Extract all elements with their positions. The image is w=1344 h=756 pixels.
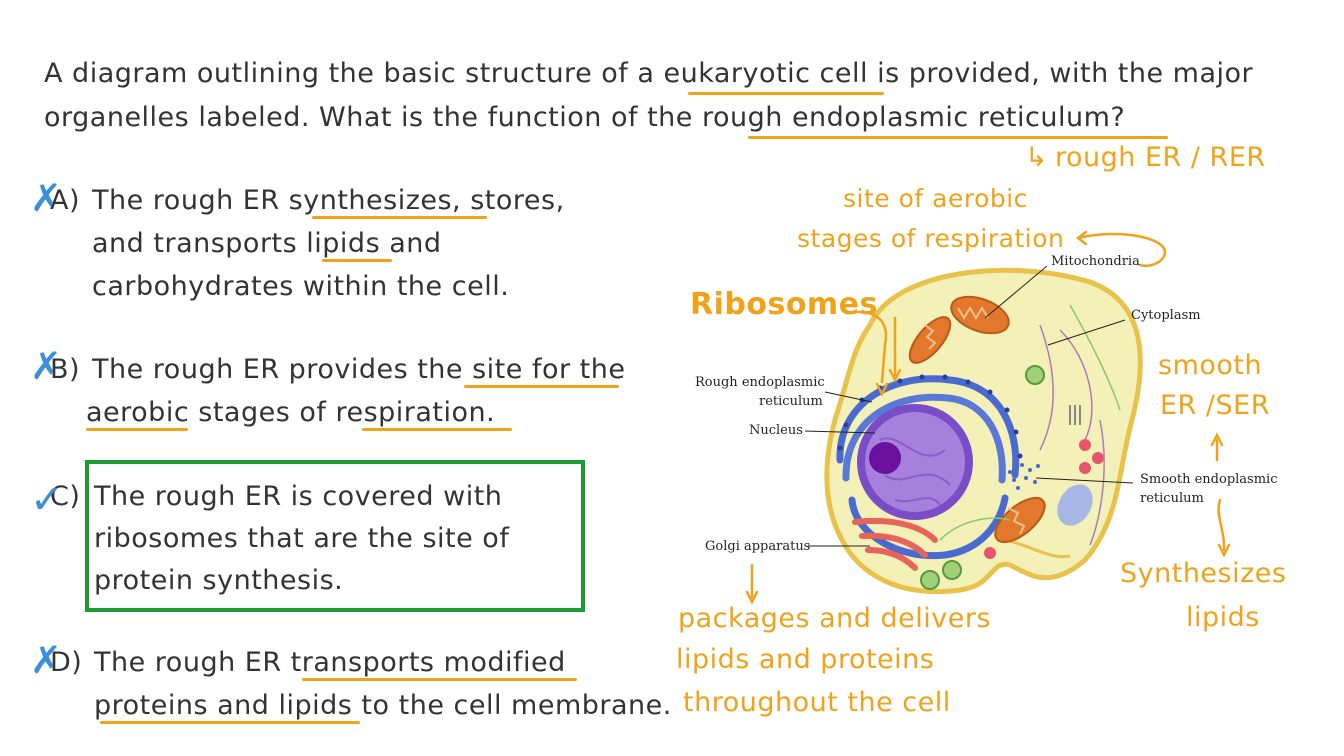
option-d-letter: D) (50, 647, 83, 678)
label-smooth-er-2: reticulum (1140, 491, 1204, 506)
option-d-cross-mark: ✗ (30, 638, 62, 682)
nucleus (857, 404, 973, 520)
annotation-ribosomes: Ribosomes (690, 287, 878, 322)
vesicles (920, 365, 1104, 590)
underline-synthesizes (312, 216, 487, 219)
cytoskeleton (1039, 324, 1105, 546)
annotation-smooth-1: smooth (1158, 350, 1263, 381)
underline-proteins-and-lipids (100, 721, 360, 724)
annotation-mito-1: site of aerobic (843, 184, 1028, 213)
question-line-1: A diagram outlining the basic structure … (44, 58, 1254, 89)
label-mitochondria: Mitochondria (1051, 254, 1140, 269)
golgi-apparatus (852, 517, 938, 571)
underline-rough-er (748, 136, 1168, 139)
question-note: rough ER / RER (1055, 142, 1266, 173)
annotation-smooth-fn-1: Synthesizes (1120, 558, 1287, 589)
smooth-er (1008, 463, 1040, 490)
question-line-2: organelles labeled. What is the function… (44, 102, 1126, 133)
centrosome (1069, 405, 1081, 425)
annotation-golgi-fn-2: lipids and proteins (676, 644, 935, 675)
question-note-arrow: ↳ (1025, 142, 1049, 173)
annotation-smooth-2: ER /SER (1160, 390, 1270, 421)
option-b-line-2: aerobic stages of respiration. (86, 397, 496, 428)
annotation-golgi-fn-1: packages and delivers (678, 603, 992, 634)
option-a-line-3: carbohydrates within the cell. (92, 271, 510, 302)
nucleolus (869, 442, 901, 474)
annotation-golgi-fn-3: throughout the cell (683, 687, 951, 718)
underline-lipids (322, 259, 392, 262)
annotation-smooth-fn-2: lipids (1186, 602, 1260, 633)
correct-answer-box (85, 460, 585, 612)
leader-lines (804, 265, 1134, 547)
option-a-letter: A) (50, 185, 81, 216)
underline-aerobic (86, 428, 188, 431)
annotation-arrows (745, 230, 1231, 605)
option-a-cross-mark: ✗ (30, 176, 62, 220)
underline-eukaryotic-cell (688, 92, 884, 95)
label-cytoplasm: Cytoplasm (1131, 308, 1201, 323)
option-b-cross-mark: ✗ (30, 344, 62, 388)
rough-er (836, 375, 1020, 560)
label-rough-er-2: reticulum (759, 394, 823, 409)
option-c-line-1: The rough ER is covered with (94, 481, 503, 512)
option-c-letter: C) (50, 481, 81, 512)
option-c-line-3: protein synthesis. (94, 565, 344, 596)
option-c-line-2: ribosomes that are the site of (94, 523, 510, 554)
rough-er-ribosomes (837, 374, 1023, 459)
option-c-check-mark: ✓ (30, 477, 64, 523)
label-smooth-er-1: Smooth endoplasmic (1140, 472, 1278, 487)
label-golgi: Golgi apparatus (705, 539, 811, 554)
option-b-letter: B) (50, 354, 81, 385)
annotation-mito-2: stages of respiration (797, 224, 1065, 253)
cytoskeleton-green (939, 304, 1121, 541)
underline-transports-modified (302, 678, 577, 681)
underline-site-for-the (464, 385, 619, 388)
underline-respiration (362, 428, 512, 431)
option-d-line-2: proteins and lipids to the cell membrane… (94, 690, 672, 721)
label-nucleus: Nucleus (749, 423, 803, 438)
option-a-line-1: The rough ER synthesizes, stores, (92, 185, 565, 216)
label-rough-er-1: Rough endoplasmic (695, 375, 825, 390)
option-a-line-2: and transports lipids and (92, 228, 442, 259)
mitochondria-cristae (924, 306, 1026, 535)
option-d-line-1: The rough ER transports modified (94, 647, 566, 678)
option-b-line-1: The rough ER provides the site for the (92, 354, 626, 385)
